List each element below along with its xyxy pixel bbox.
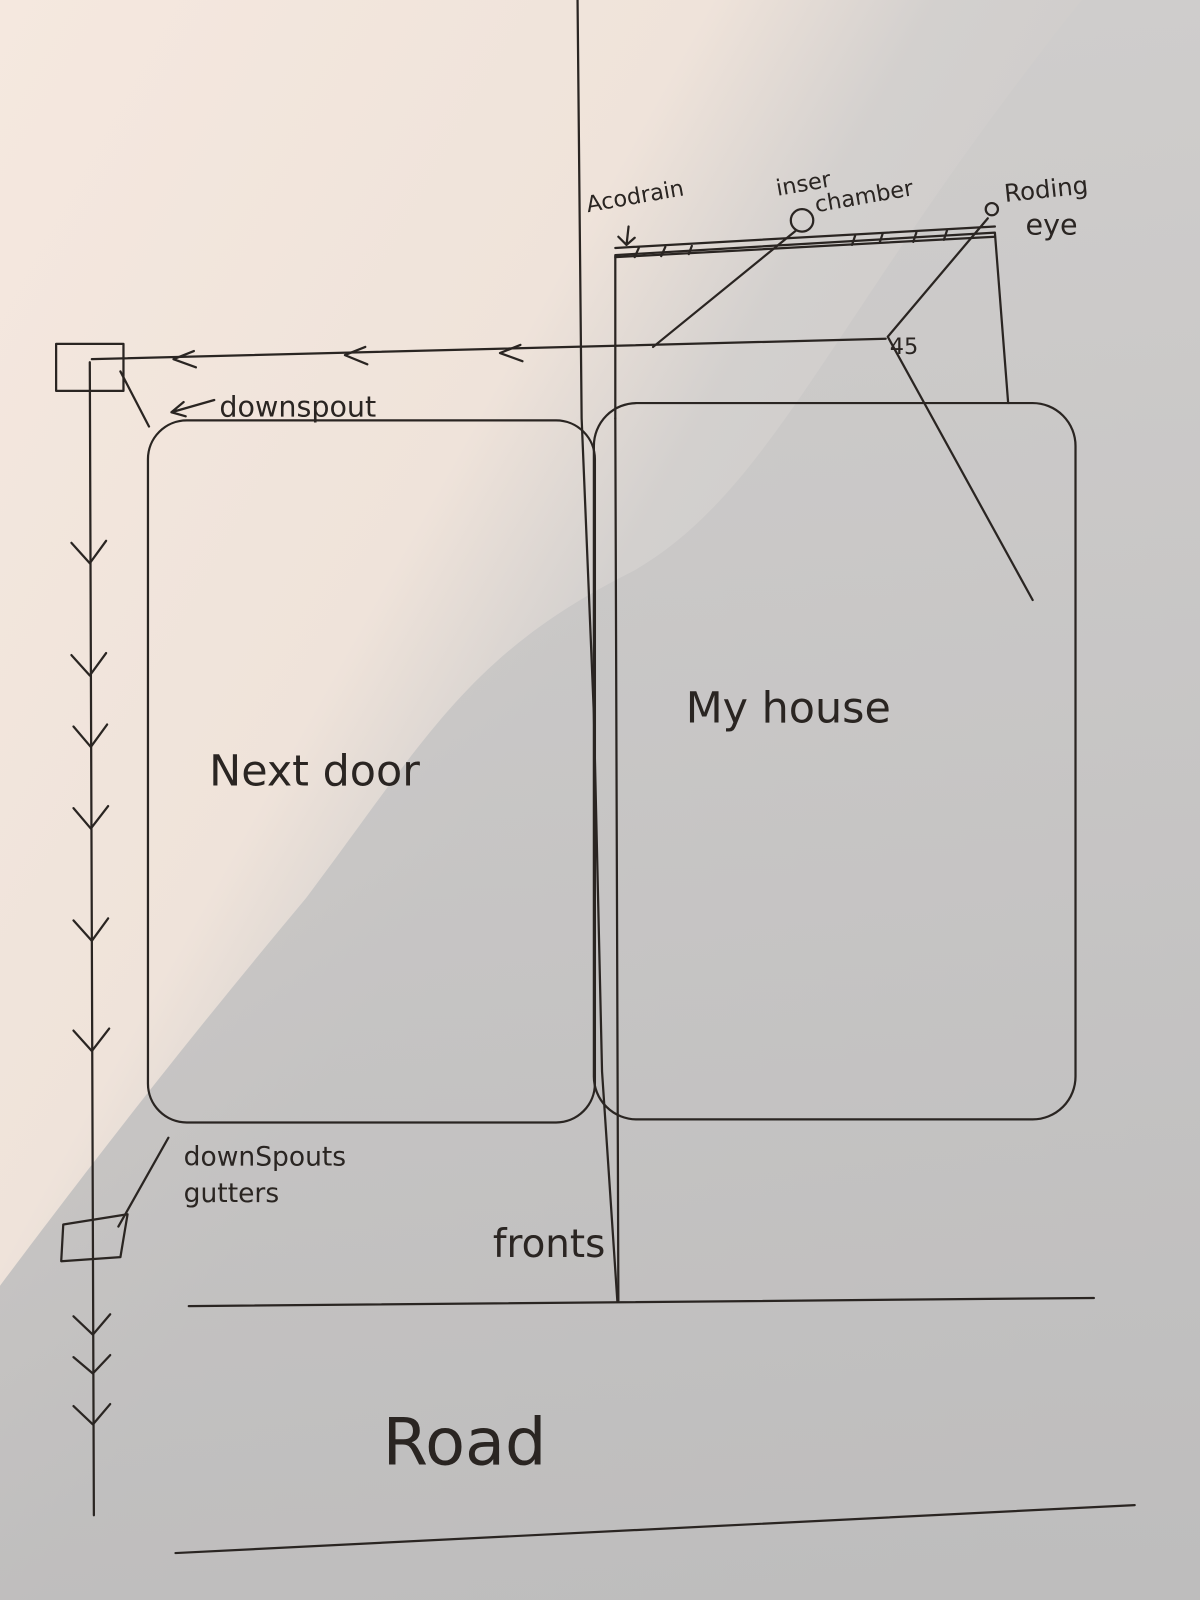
- downspouts-pointer: [117, 1136, 170, 1228]
- pipe-from-chamber: [651, 229, 798, 349]
- downspout-top-label: downspout: [219, 389, 376, 423]
- road-edge-bottom: [174, 1503, 1136, 1555]
- fronts-label: fronts: [493, 1222, 605, 1267]
- flow-arrow-1: [498, 343, 524, 363]
- acodrain-arrow: [617, 225, 636, 247]
- my-house-label: My house: [686, 683, 891, 733]
- downspout-label-arrow: [170, 398, 216, 418]
- pipe-from-rodding-eye: [886, 217, 1034, 602]
- downspouts-label-1: downSpouts: [184, 1141, 346, 1172]
- rodding-eye-label-2: eye: [1026, 208, 1078, 242]
- next-door-label: Next door: [209, 747, 420, 797]
- inspection-chamber-icon: [789, 208, 815, 233]
- flow-arrow-3: [172, 349, 198, 369]
- my-house: [592, 401, 1077, 1121]
- angle-label: 45: [890, 334, 919, 360]
- side-drain-line: [88, 361, 95, 1517]
- acodrain-channel: [614, 225, 997, 259]
- flow-arrow-2: [343, 345, 369, 366]
- downspout-box-bottom: [60, 1213, 129, 1263]
- rear-yard-outline: [614, 231, 1010, 420]
- downspout-pointer: [119, 370, 151, 428]
- road-label: Road: [383, 1404, 547, 1480]
- main-drain-line: [90, 337, 887, 361]
- road-edge-top: [187, 1296, 1095, 1308]
- rodding-eye-icon: [984, 201, 1000, 217]
- downspouts-label-2: gutters: [184, 1178, 279, 1209]
- party-wall-line: [614, 417, 620, 1303]
- side-drain-flow-arrows: [70, 539, 112, 1426]
